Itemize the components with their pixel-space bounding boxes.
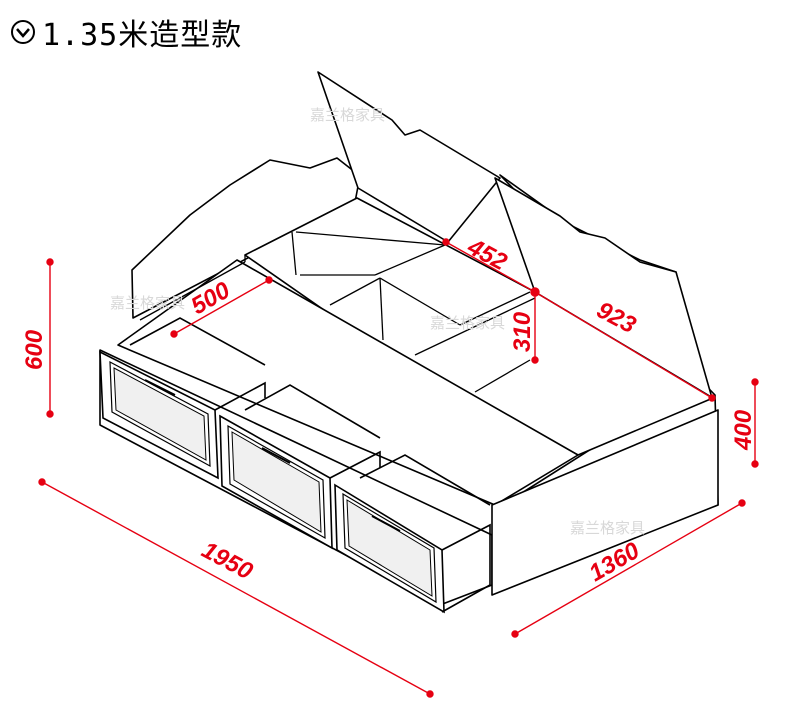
watermark: 嘉兰格家具 <box>310 106 385 124</box>
storage-lid-1 <box>317 71 501 243</box>
drawer-handle-3[interactable] <box>371 515 401 532</box>
chevron-down-circle-icon <box>11 20 35 44</box>
dim-side-height: 400 <box>730 409 757 451</box>
dim-total-height: 600 <box>21 329 48 370</box>
drawer-2[interactable] <box>219 384 381 550</box>
drawer-handle-1[interactable] <box>144 379 176 396</box>
drawer-3[interactable] <box>334 454 491 614</box>
side-base <box>491 409 719 596</box>
watermark: 嘉兰格家具 <box>430 314 505 332</box>
page-header: 1.35米造型款 <box>10 10 242 54</box>
watermark: 嘉兰格家具 <box>110 294 185 312</box>
page-title: 1.35米造型款 <box>42 18 243 53</box>
drawer-1[interactable] <box>99 317 266 480</box>
watermark: 嘉兰格家具 <box>570 519 645 537</box>
back-headboard <box>131 157 361 319</box>
dim-storage-height: 310 <box>509 311 536 352</box>
dim-length: 1950 <box>197 536 257 585</box>
drawer-handle-2[interactable] <box>261 447 291 464</box>
